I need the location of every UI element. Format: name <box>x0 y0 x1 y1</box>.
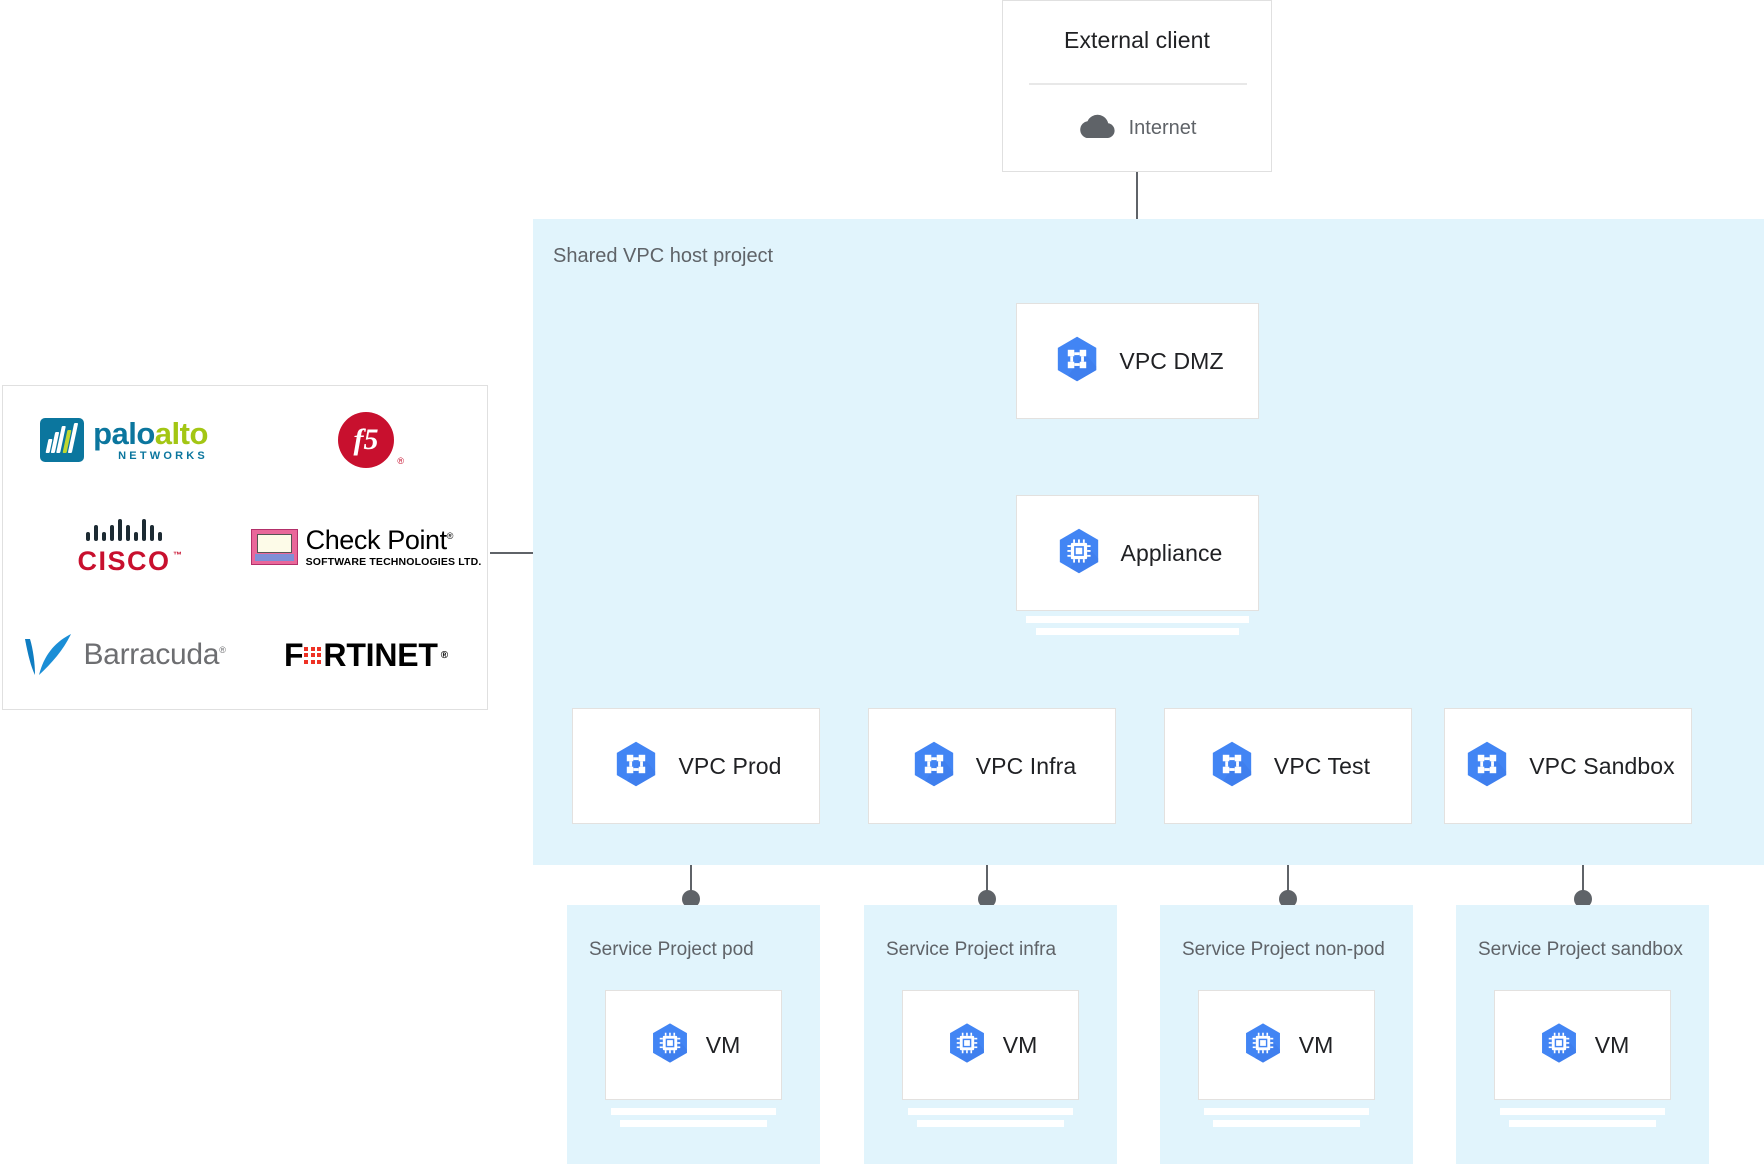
palo-alto-tagline: NETWORKS <box>118 449 208 462</box>
vpc-prod-node[interactable]: VPC Prod <box>572 708 820 824</box>
check-point-wordmark: Check Point® <box>305 525 454 556</box>
barracuda-fin-icon <box>22 633 74 677</box>
external-client-box[interactable]: External client Internet <box>1002 0 1272 172</box>
vpc-infra-label: VPC Infra <box>975 752 1077 779</box>
vm-stack-bar-1 <box>1204 1108 1369 1115</box>
vpc-test-label: VPC Test <box>1273 752 1371 779</box>
vpc-icon <box>610 738 662 795</box>
vpc-sandbox-label: VPC Sandbox <box>1529 752 1675 779</box>
vm-stack-bar-1 <box>611 1108 776 1115</box>
vpc-infra-node[interactable]: VPC Infra <box>868 708 1116 824</box>
vendor-barracuda[interactable]: Barracuda® <box>3 601 245 709</box>
vm-chip-icon <box>1536 1020 1582 1071</box>
vm-stack-bar-2 <box>917 1120 1064 1127</box>
check-point-tagline: SOFTWARE TECHNOLOGIES LTD. <box>305 556 482 569</box>
vpc-prod-label: VPC Prod <box>678 752 782 779</box>
divider <box>1029 83 1247 85</box>
vpc-dmz-node[interactable]: VPC DMZ <box>1016 303 1259 419</box>
registered-mark: ® <box>397 455 404 466</box>
vpc-icon <box>1461 738 1513 795</box>
vpc-test-node[interactable]: VPC Test <box>1164 708 1412 824</box>
f5-logo-icon: f5 ® <box>338 411 404 468</box>
vm-box[interactable]: VM <box>605 990 782 1100</box>
internet-row: Internet <box>1003 113 1271 143</box>
vm-chip-icon <box>1240 1020 1286 1071</box>
appliance-stack-bar-1 <box>1026 616 1249 623</box>
vm-stack-bar-1 <box>1500 1108 1665 1115</box>
vpc-sandbox-node[interactable]: VPC Sandbox <box>1444 708 1692 824</box>
barracuda-wordmark: Barracuda® <box>83 638 226 672</box>
appliance-label: Appliance <box>1120 539 1223 566</box>
service-project-sandbox[interactable]: Service Project sandbox <box>1456 905 1709 1164</box>
vm-label: VM <box>1002 1031 1038 1058</box>
vendor-fortinet[interactable]: F RTINET ® <box>245 601 487 709</box>
vpc-icon <box>908 738 960 795</box>
palo-alto-word-1: palo <box>93 415 155 451</box>
vm-stack-bar-1 <box>908 1108 1073 1115</box>
vpc-dmz-label: VPC DMZ <box>1119 347 1224 374</box>
vm-stack-bar-2 <box>620 1120 767 1127</box>
fortinet-dot-grid-icon <box>304 646 322 664</box>
cisco-bridge-icon <box>85 517 162 542</box>
vendor-check-point[interactable]: Check Point® SOFTWARE TECHNOLOGIES LTD. <box>245 494 487 602</box>
internet-label: Internet <box>1128 116 1197 139</box>
vendor-f5[interactable]: f5 ® <box>245 386 487 494</box>
appliance-chip-icon <box>1053 525 1105 582</box>
shared-vpc-host-project-label: Shared VPC host project <box>553 245 774 267</box>
vendor-palo-alto-networks[interactable]: paloalto NETWORKS <box>3 386 245 494</box>
vm-chip-icon <box>647 1020 693 1071</box>
vm-stack-bar-2 <box>1213 1120 1360 1127</box>
palo-alto-mark-icon <box>40 417 85 462</box>
vm-chip-icon <box>944 1020 990 1071</box>
service-project-pod[interactable]: Service Project pod <box>567 905 820 1164</box>
cloud-icon <box>1078 113 1116 143</box>
service-project-title: Service Project pod <box>589 939 754 960</box>
service-project-title: Service Project infra <box>886 939 1057 960</box>
service-project-non-pod[interactable]: Service Project non-pod <box>1160 905 1413 1164</box>
service-project-infra[interactable]: Service Project infra <box>864 905 1117 1164</box>
vm-box[interactable]: VM <box>902 990 1079 1100</box>
vm-label: VM <box>1298 1031 1334 1058</box>
service-project-title: Service Project non-pod <box>1182 939 1385 960</box>
appliance-stack-bar-2 <box>1036 628 1239 635</box>
vendor-logos-panel: paloalto NETWORKS f5 ® <box>2 385 488 710</box>
vpc-icon <box>1206 738 1258 795</box>
appliance-node[interactable]: Appliance <box>1016 495 1259 611</box>
check-point-mark-icon <box>250 529 298 566</box>
f5-wordmark: f5 <box>353 422 379 456</box>
external-client-title: External client <box>1064 27 1210 53</box>
vpc-icon <box>1051 333 1103 390</box>
vm-label: VM <box>705 1031 741 1058</box>
vm-box[interactable]: VM <box>1494 990 1671 1100</box>
vm-box[interactable]: VM <box>1198 990 1375 1100</box>
vm-label: VM <box>1594 1031 1630 1058</box>
service-project-title: Service Project sandbox <box>1478 939 1683 960</box>
fortinet-wordmark: F RTINET ® <box>284 636 448 673</box>
vm-stack-bar-2 <box>1509 1120 1656 1127</box>
palo-alto-word-2: alto <box>154 415 209 451</box>
